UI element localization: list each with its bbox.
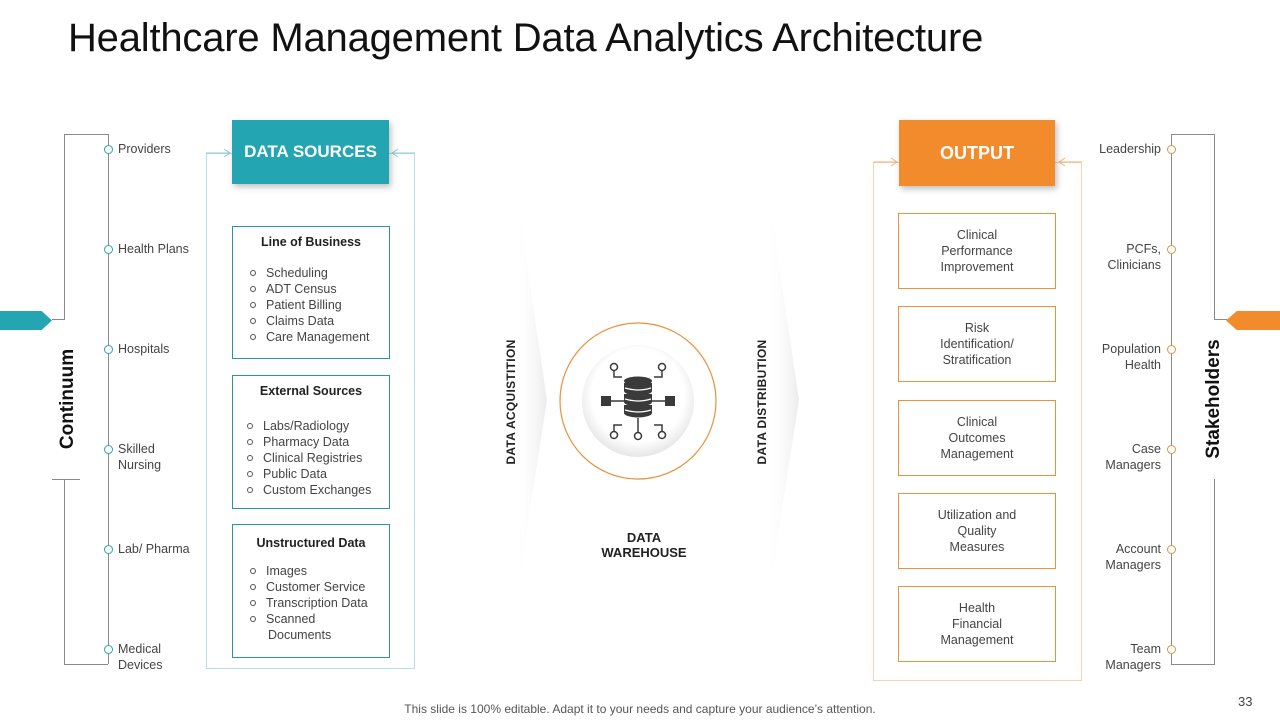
- continuum-node-dot: [104, 345, 113, 354]
- continuum-node-dot: [104, 545, 113, 554]
- data-warehouse-label: DATA WAREHOUSE: [601, 530, 687, 560]
- data-source-item-continuation: Documents: [268, 628, 332, 642]
- data-source-item: Custom Exchanges: [247, 482, 371, 498]
- bullet-circle-icon: [250, 318, 256, 324]
- continuum-node-dot: [104, 445, 113, 454]
- bullet-circle-icon: [250, 302, 256, 308]
- page-number: 33: [1238, 694, 1253, 709]
- data-source-item: Pharmacy Data: [247, 434, 371, 450]
- stakeholders-label: Stakeholders: [1203, 339, 1224, 459]
- data-source-group-title: Unstructured Data: [256, 536, 366, 550]
- bullet-circle-icon: [247, 471, 253, 477]
- continuum-node-dot: [104, 645, 113, 654]
- continuum-item: Hospitals: [118, 342, 170, 356]
- center-funnel-shading: [515, 185, 799, 605]
- continuum-arrow-tab: [0, 311, 52, 330]
- continuum-item: Providers: [118, 142, 171, 156]
- bullet-circle-icon: [250, 584, 256, 590]
- bullet-circle-icon: [250, 568, 256, 574]
- data-source-group-title: Line of Business: [260, 235, 362, 249]
- bullet-circle-icon: [250, 616, 256, 622]
- data-source-item: Images: [250, 563, 368, 579]
- data-source-group-title: External Sources: [259, 384, 363, 398]
- continuum-label: Continuum: [57, 348, 78, 450]
- data-source-item: Scanned: [250, 611, 368, 627]
- data-warehouse-emblem: [559, 322, 717, 480]
- stakeholder-node-dot: [1167, 145, 1176, 154]
- continuum-item: Health Plans: [118, 242, 189, 256]
- bullet-circle-icon: [247, 487, 253, 493]
- data-distribution-label: DATA DISTRIBUTION: [755, 339, 769, 465]
- stakeholder-node-dot: [1167, 445, 1176, 454]
- data-source-item: Labs/Radiology: [247, 418, 371, 434]
- bullet-circle-icon: [247, 439, 253, 445]
- stakeholders-arrow-tab: [1226, 311, 1280, 330]
- data-source-item: Clinical Registries: [247, 450, 371, 466]
- stakeholder-node-dot: [1167, 345, 1176, 354]
- continuum-node-dot: [104, 145, 113, 154]
- page-title: Healthcare Management Data Analytics Arc…: [68, 16, 984, 60]
- database-network-icon: [601, 362, 675, 441]
- data-source-item: ADT Census: [250, 281, 370, 297]
- bullet-circle-icon: [247, 455, 253, 461]
- bullet-circle-icon: [250, 334, 256, 340]
- bullet-circle-icon: [247, 423, 253, 429]
- data-source-item: Public Data: [247, 466, 371, 482]
- data-source-item: Transcription Data: [250, 595, 368, 611]
- stakeholder-node-dot: [1167, 545, 1176, 554]
- continuum-item: Lab/ Pharma: [118, 542, 190, 556]
- stakeholder-item: Leadership: [1099, 142, 1161, 156]
- data-source-item: Scheduling: [250, 265, 370, 281]
- data-source-item: Customer Service: [250, 579, 368, 595]
- stakeholder-item: PCFs,Clinicians: [1107, 242, 1162, 272]
- data-source-item: Claims Data: [250, 313, 370, 329]
- output-connector-arrows: [873, 157, 1082, 167]
- stakeholder-node-dot: [1167, 645, 1176, 654]
- footer-note: This slide is 100% editable. Adapt it to…: [404, 702, 876, 716]
- stakeholder-node-dot: [1167, 245, 1176, 254]
- output-header: OUTPUT: [899, 120, 1055, 186]
- data-sources-connector-arrows: [206, 148, 415, 158]
- data-source-item: Care Management: [250, 329, 370, 345]
- bullet-circle-icon: [250, 286, 256, 292]
- continuum-node-dot: [104, 245, 113, 254]
- bullet-circle-icon: [250, 600, 256, 606]
- data-sources-header: DATA SOURCES: [232, 120, 389, 184]
- data-source-item: Patient Billing: [250, 297, 370, 313]
- bullet-circle-icon: [250, 270, 256, 276]
- data-acquisition-label: DATA ACQUISTITION: [504, 339, 518, 465]
